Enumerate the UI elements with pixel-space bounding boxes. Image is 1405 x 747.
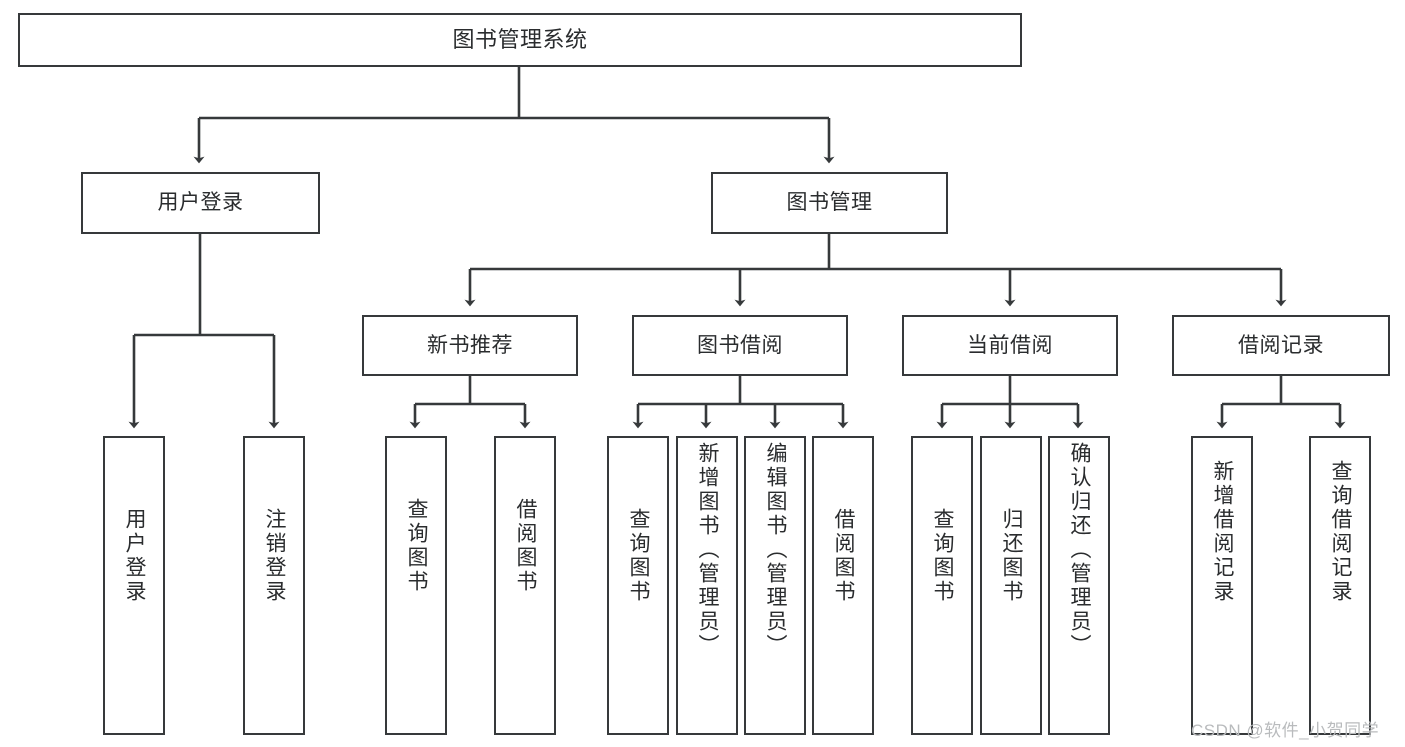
leaf-current-borrow-return-book[interactable]: 归还图书 — [980, 436, 1042, 735]
node-label: 新书推荐 — [427, 333, 513, 357]
leaf-borrow-record-query-record[interactable]: 查询借阅记录 — [1309, 436, 1371, 735]
leaf-current-borrow-query-book[interactable]: 查询图书 — [911, 436, 973, 735]
node-label: 图书管理 — [786, 191, 873, 215]
node-borrow-record[interactable]: 借阅记录 — [1172, 315, 1390, 376]
leaf-book-borrow-query-book[interactable]: 查询图书 — [607, 436, 669, 735]
node-label: 注销登录 — [263, 508, 287, 604]
node-book-borrow[interactable]: 图书借阅 — [632, 315, 848, 376]
node-label: 借阅图书 — [514, 498, 538, 594]
node-label: 新增图书（管理员） — [696, 442, 720, 658]
node-label: 确认归还（管理员） — [1068, 442, 1092, 658]
node-label: 查询图书 — [627, 508, 651, 604]
node-label: 归还图书 — [1000, 508, 1024, 604]
node-book-management[interactable]: 图书管理 — [711, 172, 948, 234]
node-label: 新增借阅记录 — [1211, 460, 1235, 604]
node-label: 查询图书 — [931, 508, 955, 604]
node-label: 当前借阅 — [967, 333, 1053, 357]
node-label: 查询借阅记录 — [1329, 460, 1353, 604]
node-label: 借阅图书 — [832, 508, 856, 604]
csdn-watermark: CSDN @软件_小贺同学 — [1191, 721, 1380, 740]
node-label: 用户登录 — [123, 508, 147, 604]
node-user-login[interactable]: 用户登录 — [81, 172, 320, 234]
leaf-user-login-login[interactable]: 用户登录 — [103, 436, 165, 735]
leaf-book-borrow-borrow-book[interactable]: 借阅图书 — [812, 436, 874, 735]
node-current-borrow[interactable]: 当前借阅 — [902, 315, 1118, 376]
leaf-book-borrow-add-book-admin[interactable]: 新增图书（管理员） — [676, 436, 738, 735]
node-label: 查询图书 — [405, 498, 429, 594]
leaf-current-borrow-confirm-return-admin[interactable]: 确认归还（管理员） — [1048, 436, 1110, 735]
leaf-new-book-borrow-book[interactable]: 借阅图书 — [494, 436, 556, 735]
node-label: 编辑图书（管理员） — [764, 442, 788, 658]
node-new-book-recommend[interactable]: 新书推荐 — [362, 315, 578, 376]
node-label: 用户登录 — [157, 191, 244, 215]
leaf-book-borrow-edit-book-admin[interactable]: 编辑图书（管理员） — [744, 436, 806, 735]
leaf-user-login-logout[interactable]: 注销登录 — [243, 436, 305, 735]
node-root-book-management-system[interactable]: 图书管理系统 — [18, 13, 1022, 67]
leaf-borrow-record-add-record[interactable]: 新增借阅记录 — [1191, 436, 1253, 735]
leaf-new-book-query-book[interactable]: 查询图书 — [385, 436, 447, 735]
node-label: 图书借阅 — [697, 333, 783, 357]
node-label: 借阅记录 — [1238, 333, 1324, 357]
node-label: 图书管理系统 — [452, 26, 588, 52]
